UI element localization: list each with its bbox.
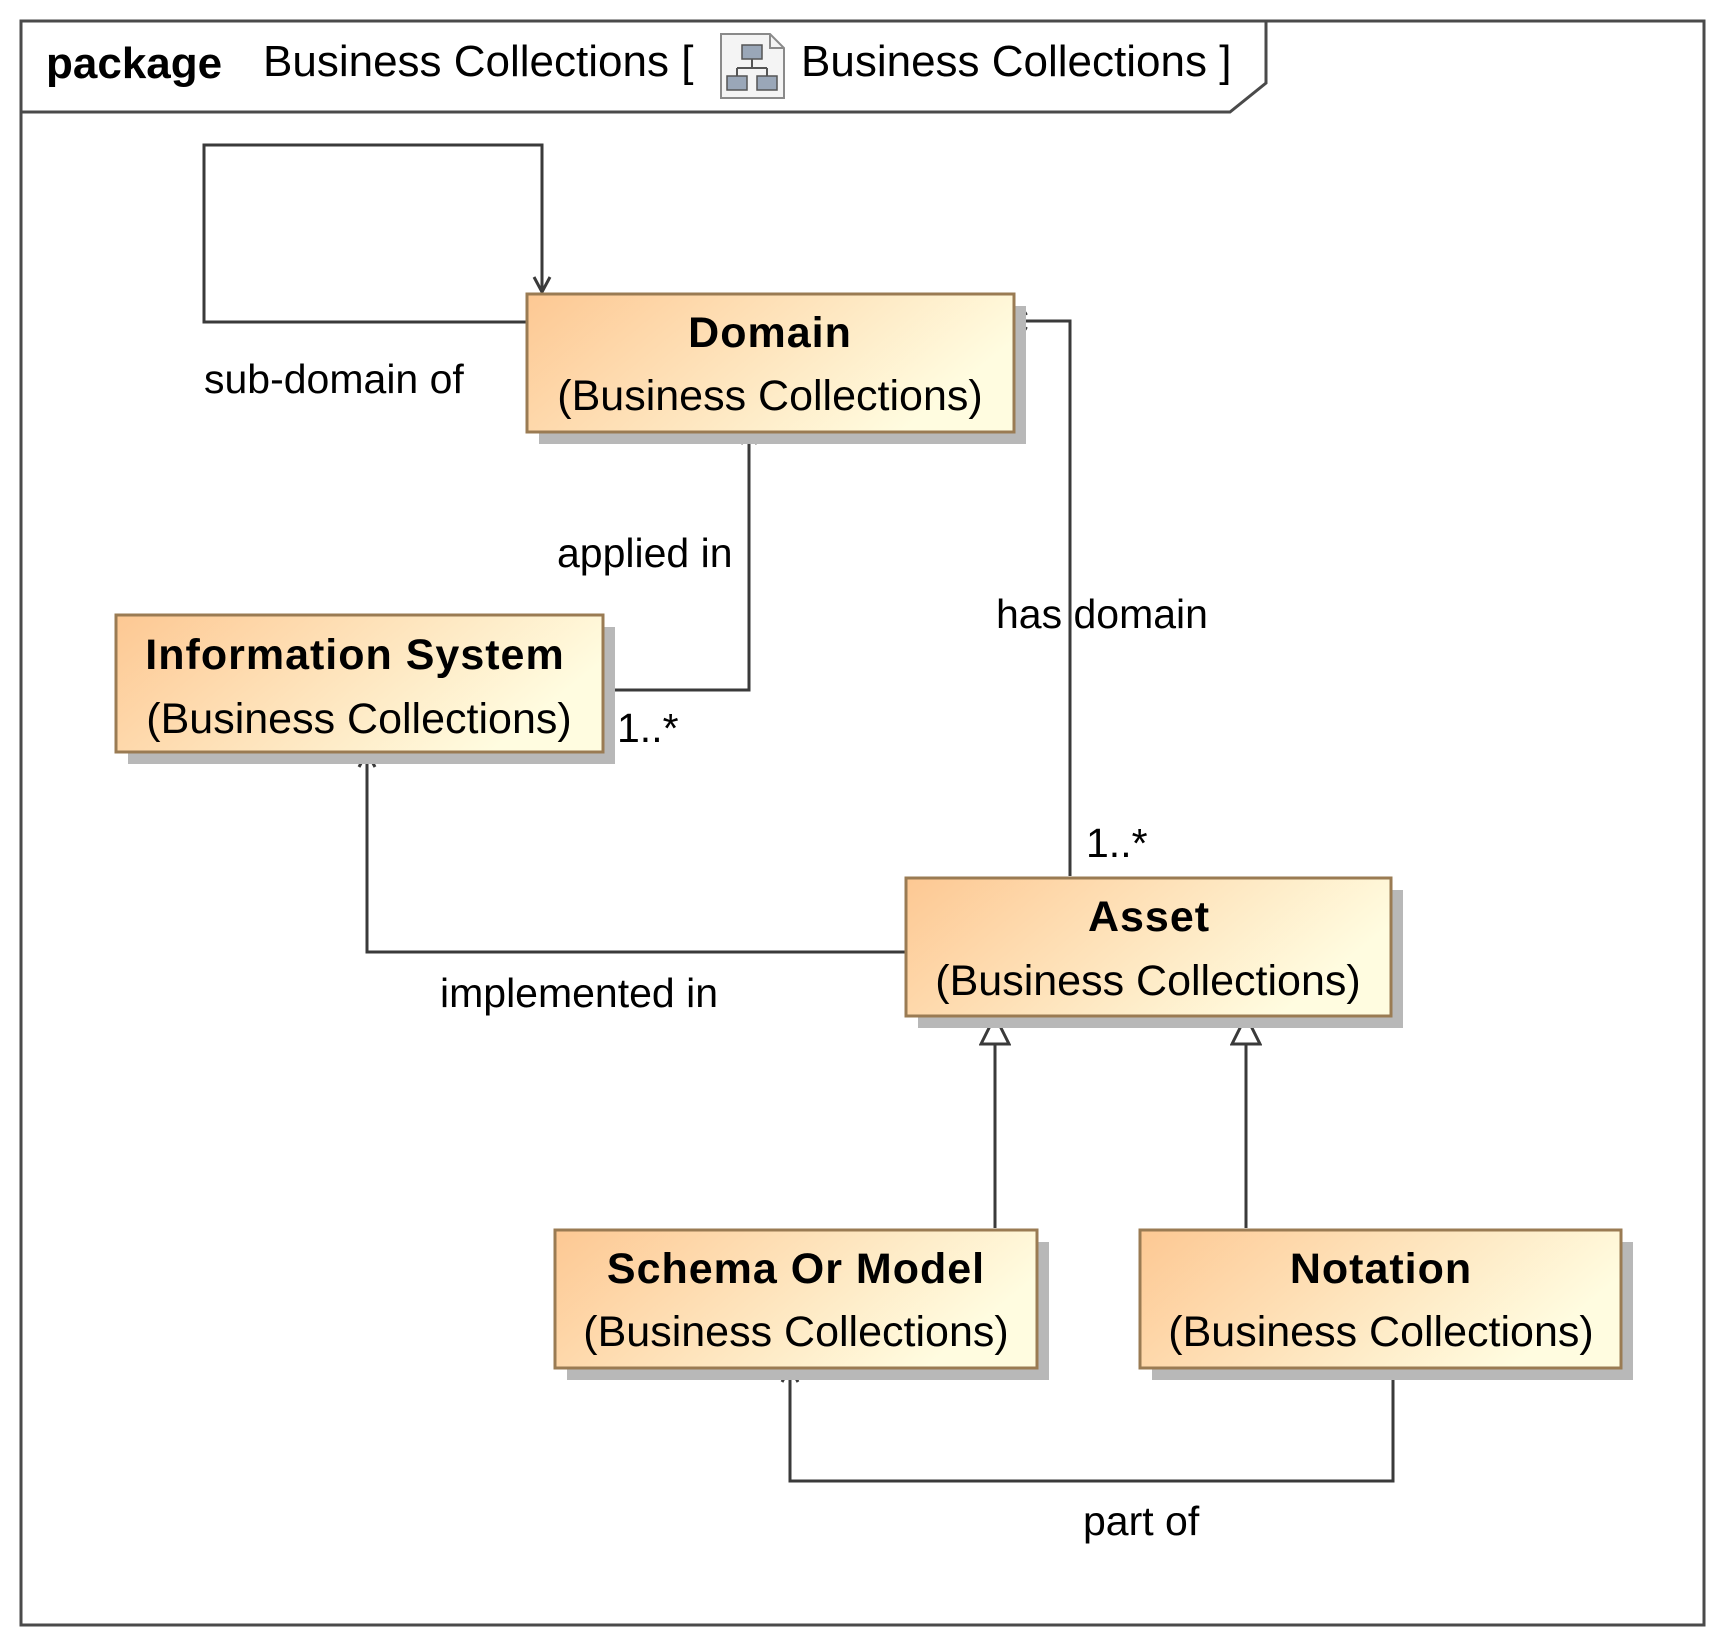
has-domain-label: has domain	[996, 591, 1208, 637]
sub-domain-of-connector[interactable]	[202, 143, 542, 324]
class-information-system[interactable]: Information System (Business Collections…	[114, 613, 615, 764]
applied-in-connector[interactable]	[603, 429, 749, 692]
frame-package-name: Business Collections [	[263, 37, 693, 86]
class-package: (Business Collections)	[557, 372, 982, 420]
class-name: Information System	[145, 631, 564, 679]
class-domain[interactable]: Domain (Business Collections)	[525, 292, 1026, 444]
class-package: (Business Collections)	[583, 1308, 1008, 1356]
class-name: Notation	[1290, 1245, 1472, 1293]
class-diagram-icon	[720, 33, 785, 99]
package-frame: package Business Collections [ Business …	[19, 19, 1706, 1627]
class-package: (Business Collections)	[1168, 1308, 1593, 1356]
part-of-label: part of	[1083, 1498, 1200, 1544]
applied-in-label: applied in	[557, 530, 733, 576]
applied-in-multiplicity: 1..*	[617, 705, 679, 751]
frame-diagram-name: Business Collections ]	[801, 37, 1231, 86]
class-name: Domain	[688, 309, 852, 357]
class-asset[interactable]: Asset (Business Collections)	[904, 876, 1403, 1028]
sub-domain-of-label: sub-domain of	[204, 356, 464, 402]
part-of-connector[interactable]	[790, 1367, 1395, 1483]
has-domain-connector[interactable]	[1012, 321, 1072, 876]
class-package: (Business Collections)	[935, 957, 1360, 1005]
class-package: (Business Collections)	[146, 695, 571, 743]
has-domain-multiplicity: 1..*	[1086, 820, 1148, 866]
class-notation[interactable]: Notation (Business Collections)	[1138, 1228, 1633, 1380]
class-name: Schema Or Model	[607, 1245, 985, 1293]
implemented-in-label: implemented in	[440, 970, 718, 1016]
class-name: Asset	[1088, 893, 1210, 941]
class-schema-or-model[interactable]: Schema Or Model (Business Collections)	[553, 1228, 1049, 1380]
frame-keyword: package	[46, 39, 222, 88]
implemented-in-connector[interactable]	[367, 752, 906, 954]
